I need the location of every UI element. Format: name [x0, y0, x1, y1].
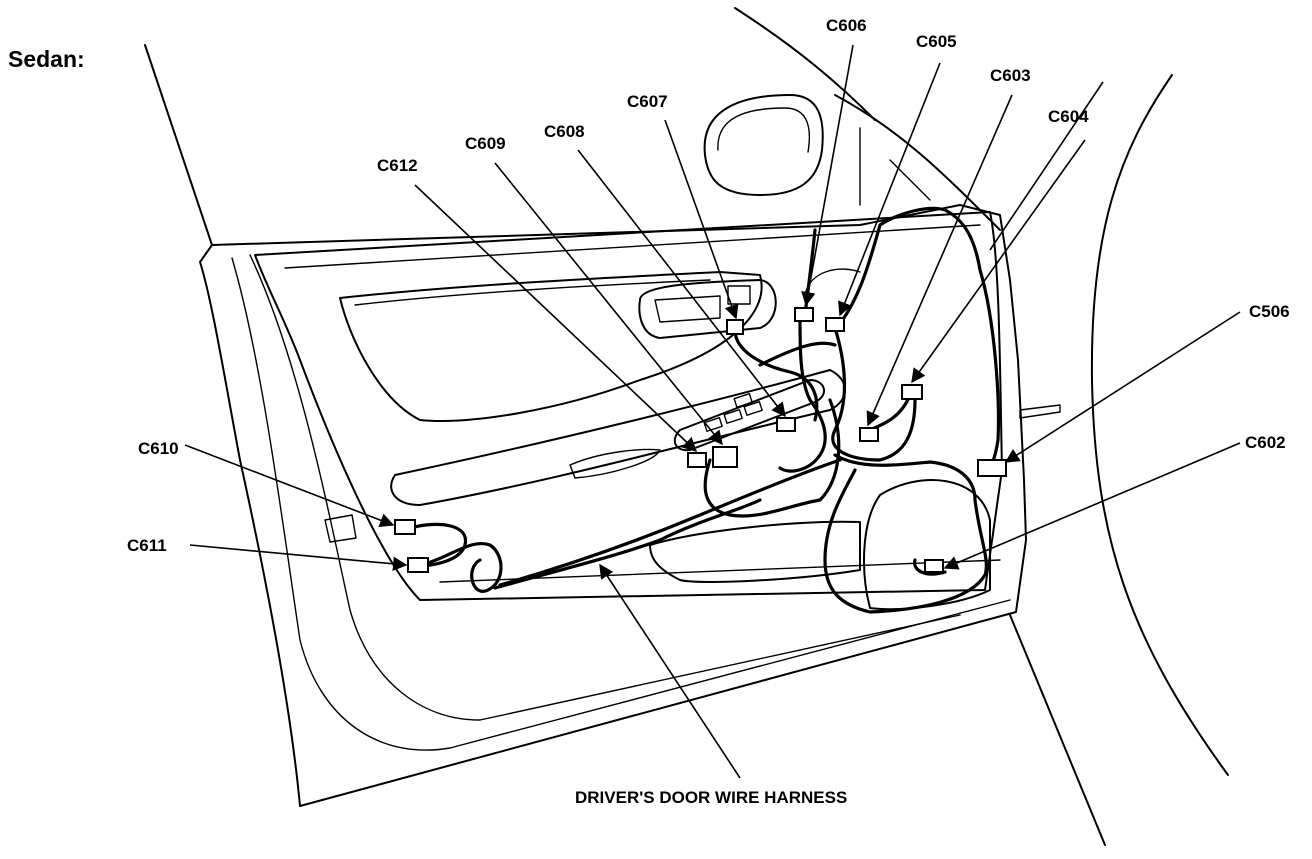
label-c610: C610 [138, 439, 179, 458]
label-c607: C607 [627, 92, 668, 111]
body-outline [144, 7, 1229, 846]
connector-plugs [394, 307, 1007, 573]
label-c604: C604 [1048, 107, 1089, 126]
label-c605: C605 [916, 32, 957, 51]
label-c603: C603 [990, 66, 1031, 85]
leader-lines [184, 44, 1241, 779]
plug-c608 [776, 417, 796, 432]
plug-c602 [924, 559, 944, 573]
plug-c607 [726, 319, 744, 335]
door-panel [254, 211, 1061, 611]
wire-harness [408, 206, 1001, 614]
label-c606: C606 [826, 16, 867, 35]
label-c609: C609 [465, 134, 506, 153]
diagram-subtitle: Sedan: [8, 46, 85, 72]
plug-c609 [712, 446, 738, 468]
plug-c605 [825, 317, 845, 332]
plug-c506 [977, 459, 1007, 477]
plug-c603 [859, 427, 879, 442]
label-c506: C506 [1249, 302, 1290, 321]
harness-caption: DRIVER'S DOOR WIRE HARNESS [575, 788, 848, 807]
plug-c610 [394, 519, 416, 535]
plug-c612 [687, 452, 707, 468]
plug-c604 [901, 384, 923, 400]
label-c608: C608 [544, 122, 585, 141]
side-mirror [703, 94, 824, 196]
label-c611: C611 [127, 536, 167, 555]
label-c602: C602 [1245, 433, 1286, 452]
label-c612: C612 [377, 156, 418, 175]
plug-c611 [407, 557, 429, 573]
plug-c606 [794, 307, 814, 322]
door-shell [199, 94, 1027, 807]
